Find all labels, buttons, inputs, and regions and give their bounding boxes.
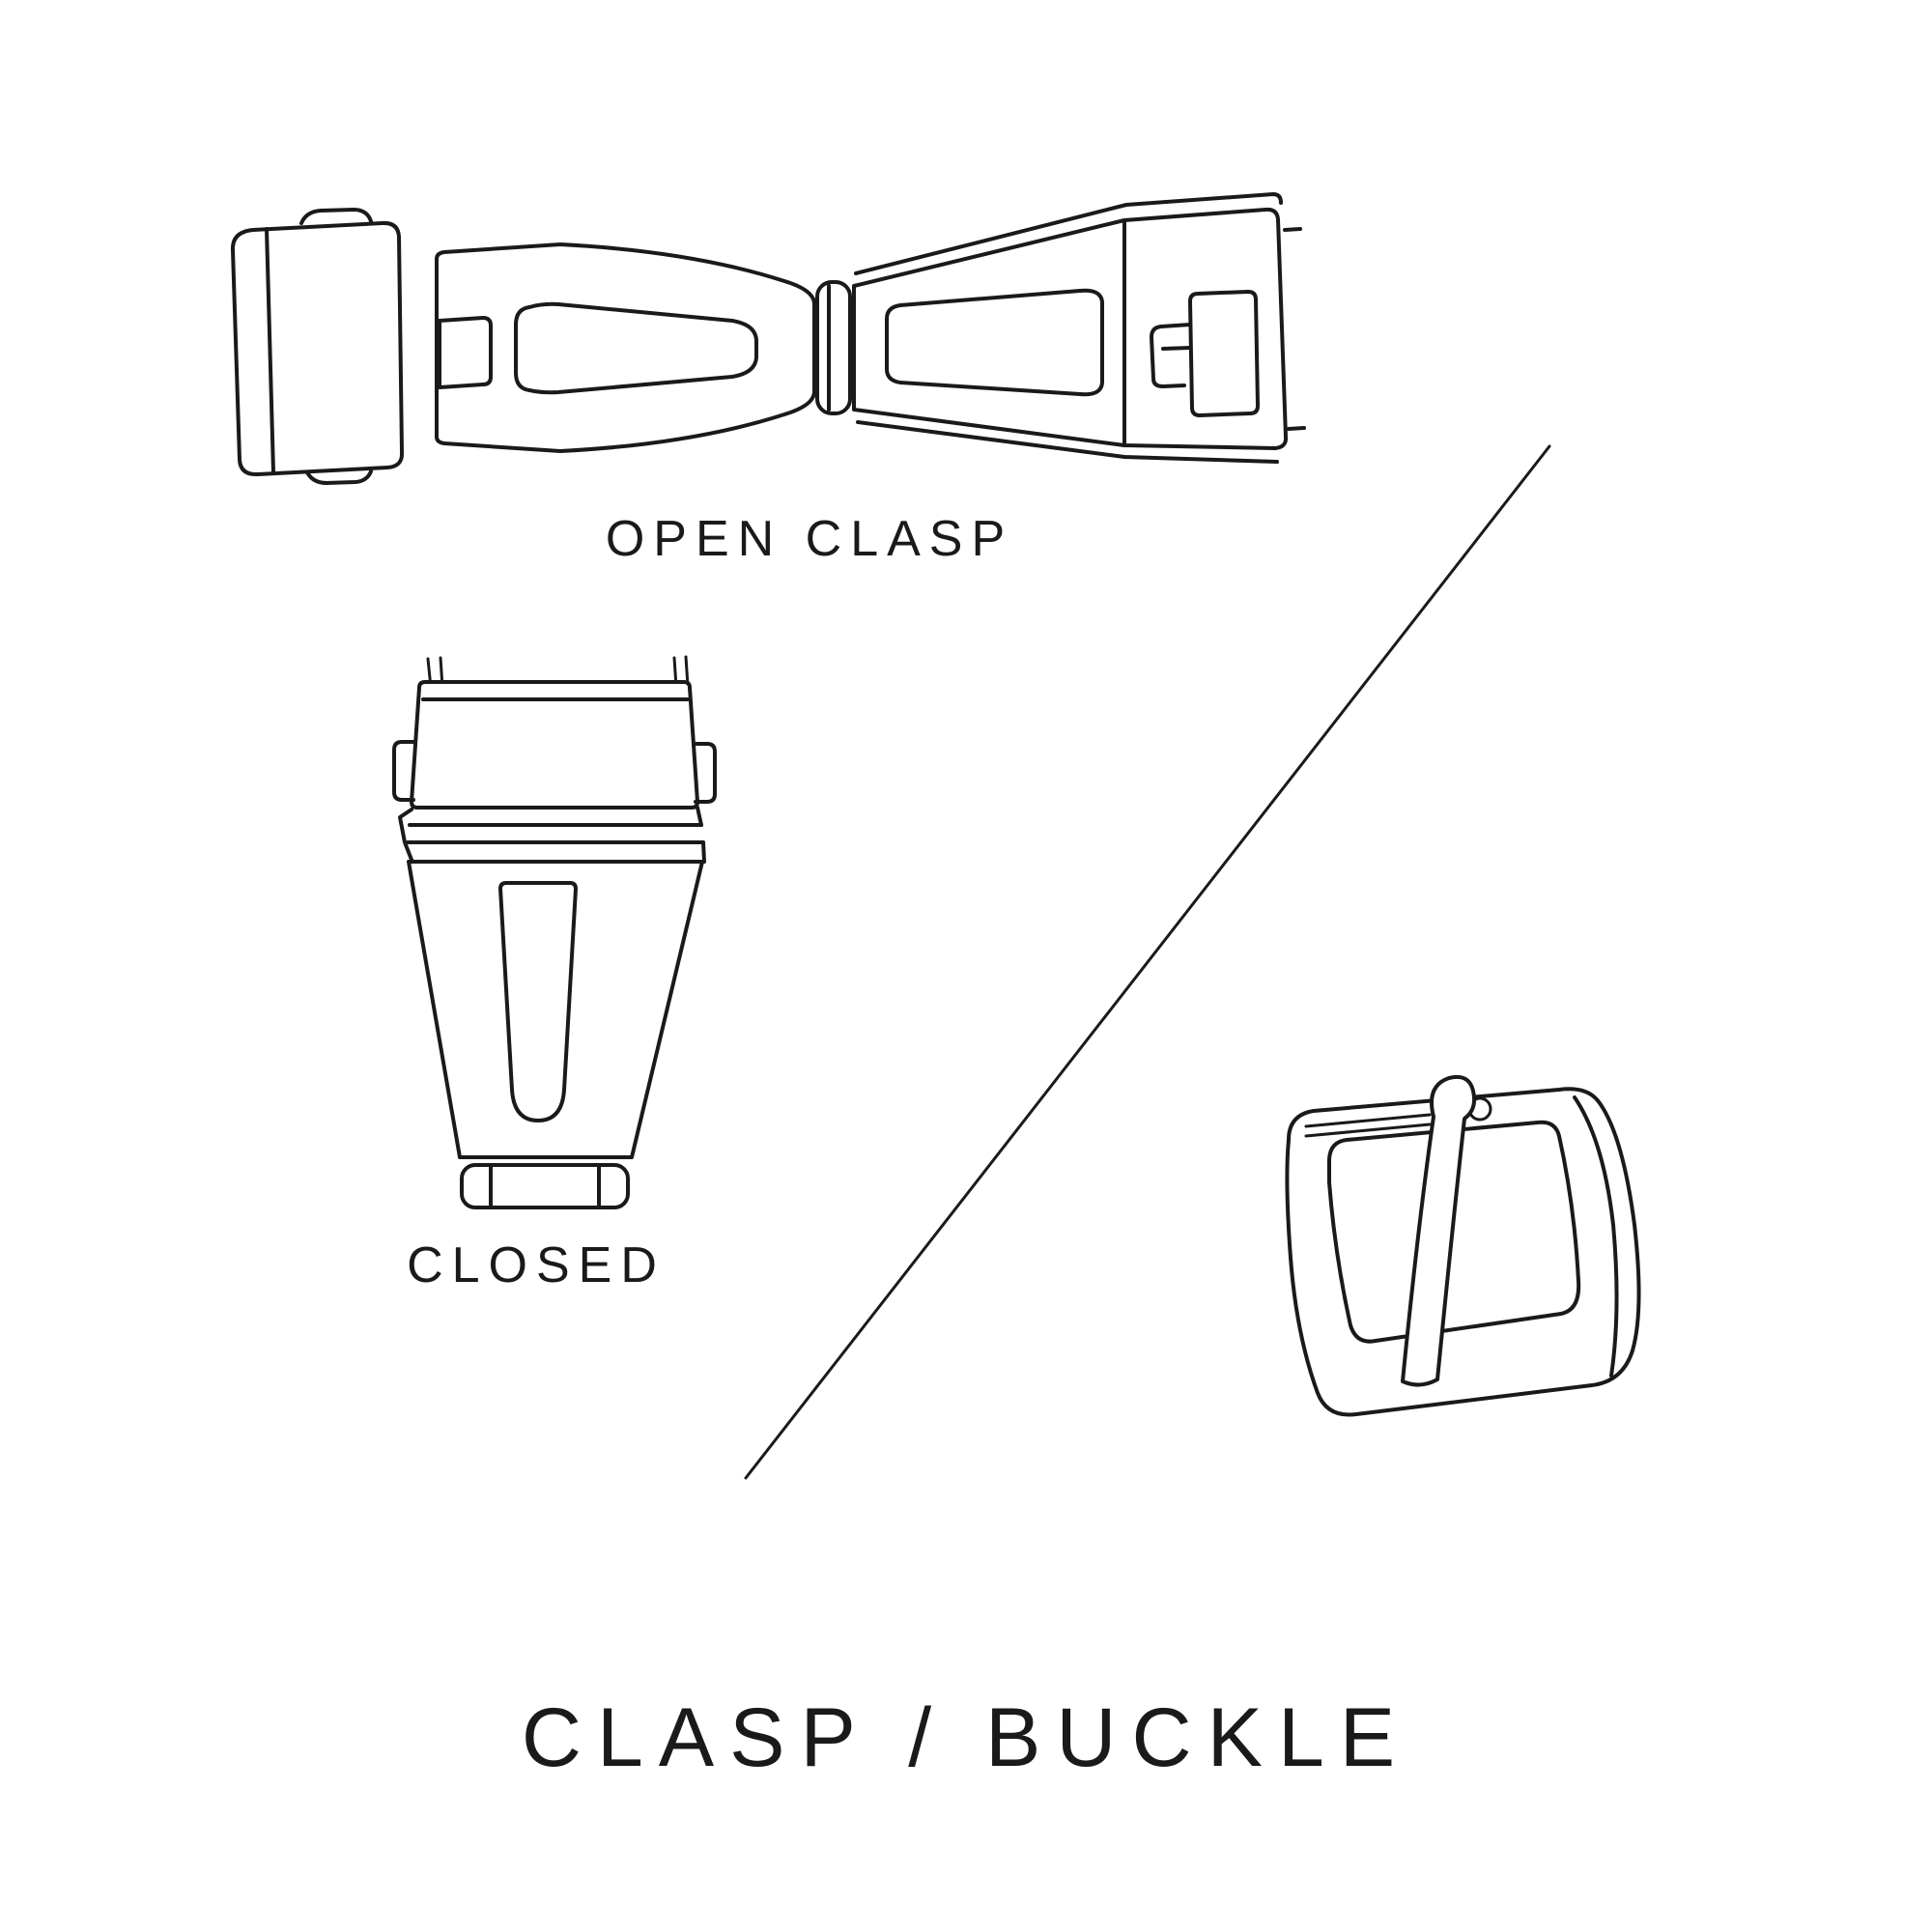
buckle-pin [1304,1113,1432,1138]
closed-clasp-illustration [392,655,717,1209]
open-clasp-illustration [230,192,1306,485]
closed-clasp-left-notch [398,808,413,862]
open-clasp-right-arm-slot [885,288,1104,397]
buckle-illustration [1285,1075,1641,1417]
buckle-inner-opening [1327,1120,1581,1344]
open-clasp-right-arm-bottom-fold [856,420,1279,464]
buckle-outer-frame [1285,1087,1641,1417]
closed-clasp-band-edge-right [696,806,706,864]
open-clasp-tube-mark-top [1283,227,1302,232]
closed-clasp-body-slot [498,881,578,1122]
buckle-tang [1401,1075,1477,1387]
closed-clasp-end-bar-ticks [489,1164,601,1208]
open-clasp-left-arm [435,242,816,453]
open-clasp-end-link [230,220,405,477]
open-clasp-tube-mark-bottom [1287,426,1306,431]
open-clasp-center-hinge [815,280,852,415]
open-clasp-left-arm-hole [438,316,493,389]
open-clasp-latch-hook [1150,323,1192,388]
closed-clasp-body [407,860,704,1159]
open-clasp-end-link-top-tab [299,208,373,225]
buckle-right-bar-contour [1573,1095,1619,1378]
open-clasp-latch-notch [1161,346,1192,351]
page-title: CLASP / BUCKLE [521,1691,1411,1784]
closed-clasp-left-ear [392,740,415,802]
closed-clasp-label: CLOSED [407,1237,666,1293]
open-clasp-end-link-bottom-tab [305,469,373,485]
open-clasp-left-arm-slot [514,301,758,395]
open-clasp-right-arm [852,207,1289,450]
open-clasp-end-link-seam [265,227,275,474]
open-clasp-buckle-opening [1188,290,1260,417]
closed-clasp-right-ear [694,742,717,804]
open-clasp-label: OPEN CLASP [605,511,1014,567]
divider-line [744,444,1551,1480]
open-clasp-right-arm-top-fold [854,192,1283,275]
closed-clasp-end-bar [460,1163,630,1209]
